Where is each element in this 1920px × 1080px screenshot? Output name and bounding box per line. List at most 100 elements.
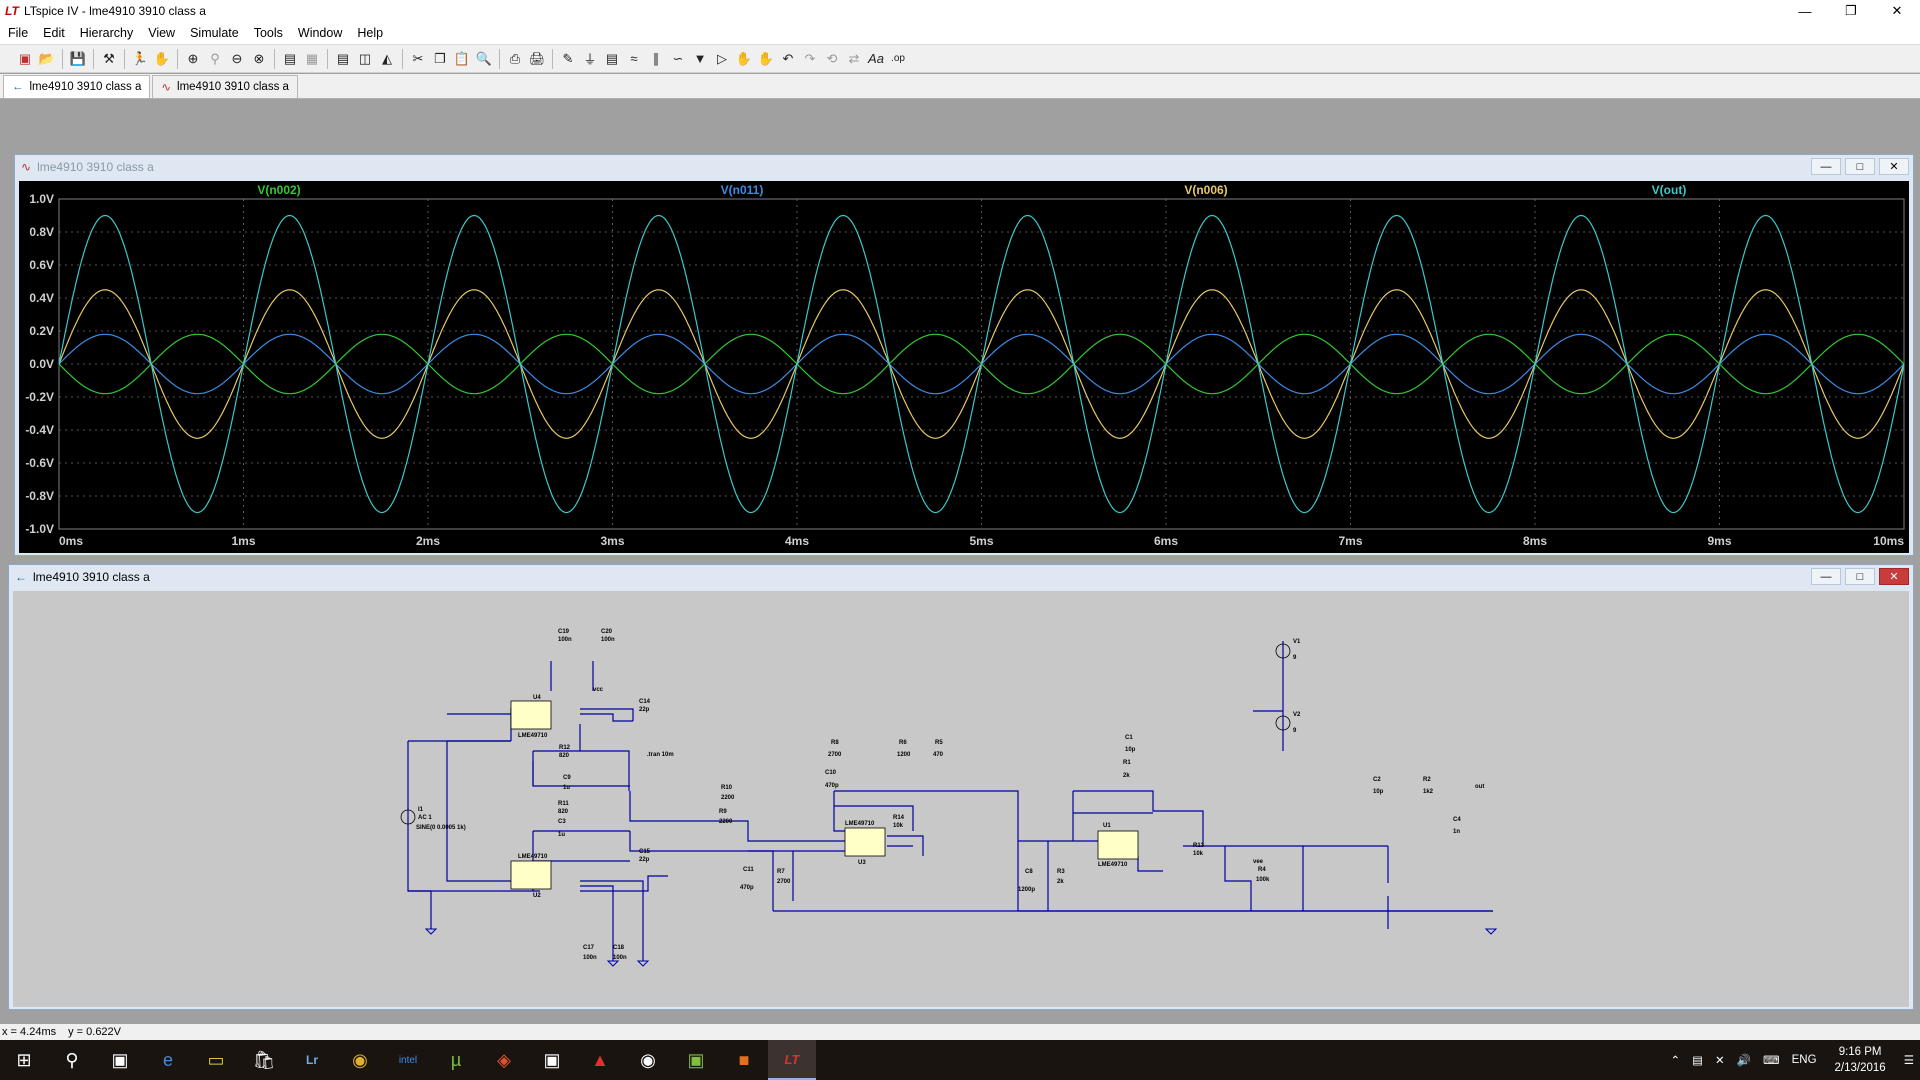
notifications-icon[interactable]: ☰ bbox=[1903, 1055, 1914, 1067]
search-icon[interactable]: ⚲ bbox=[65, 1049, 79, 1070]
clock[interactable]: 9:16 PM 2/13/2016 bbox=[1823, 1044, 1898, 1076]
move-icon[interactable]: ✋ bbox=[735, 50, 753, 66]
menu-simulate[interactable]: Simulate bbox=[190, 26, 239, 40]
menu-tools[interactable]: Tools bbox=[253, 26, 283, 40]
opamp-u3[interactable]: LME49710 U3 bbox=[844, 821, 886, 866]
app-icon[interactable]: ◈ bbox=[497, 1049, 511, 1070]
minimize-button[interactable]: — bbox=[1811, 158, 1841, 175]
cascade-icon[interactable]: ◭ bbox=[382, 50, 392, 66]
tab-schematic[interactable]: ← lme4910 3910 class a bbox=[3, 75, 151, 98]
autorange-icon[interactable]: ▤ bbox=[283, 50, 297, 66]
battery-icon[interactable]: ▤ bbox=[1692, 1055, 1704, 1067]
tab-waveform[interactable]: ∿ lme4910 3910 class a bbox=[152, 75, 298, 98]
maximize-button[interactable]: □ bbox=[1845, 158, 1875, 175]
network-icon[interactable]: ✕ bbox=[1715, 1055, 1725, 1067]
spice-directive-icon[interactable]: .op bbox=[891, 53, 905, 64]
trace-label-v-n011[interactable]: V(n011) bbox=[721, 183, 764, 197]
component-icon[interactable]: ▷ bbox=[717, 50, 727, 66]
rotate-icon[interactable]: ⟲ bbox=[826, 50, 838, 66]
menu-help[interactable]: Help bbox=[357, 26, 384, 40]
chrome-icon[interactable]: ◉ bbox=[352, 1049, 368, 1070]
control-panel-icon[interactable]: ⚒ bbox=[103, 50, 115, 66]
current-source-i1[interactable]: I1 AC 1 SINE(0 0.0005 1k) bbox=[400, 807, 466, 831]
opamp-u1[interactable]: U1 LME49710 bbox=[1097, 823, 1139, 868]
close-button[interactable]: ✕ bbox=[1891, 3, 1903, 18]
close-button[interactable]: ✕ bbox=[1879, 568, 1909, 585]
zoom-fit-icon[interactable]: ⊗ bbox=[253, 50, 265, 66]
ground-icon[interactable]: ⏚ bbox=[583, 52, 597, 67]
open-icon[interactable]: 📂 bbox=[38, 50, 56, 66]
tile-vertical-icon[interactable]: ◫ bbox=[358, 50, 372, 66]
close-button[interactable]: ✕ bbox=[1879, 158, 1909, 175]
tile-horizontal-icon[interactable]: ▤ bbox=[336, 50, 350, 66]
new-schematic-icon[interactable]: ▣ bbox=[18, 50, 32, 66]
trace-label-v-out[interactable]: V(out) bbox=[1652, 183, 1687, 197]
ltspice-icon[interactable]: LT bbox=[768, 1040, 816, 1080]
zoom-in-icon[interactable]: ⊕ bbox=[187, 50, 199, 66]
print-preview-icon[interactable]: ⎙ bbox=[509, 50, 521, 66]
pan-icon[interactable]: ⚲ bbox=[210, 50, 220, 66]
voltage-source-v2[interactable]: V2 9 bbox=[1275, 712, 1301, 734]
text-icon[interactable]: Aa bbox=[868, 51, 884, 66]
tran-directive[interactable]: .tran 10m bbox=[647, 752, 674, 758]
undo-icon[interactable]: ↶ bbox=[782, 50, 794, 66]
menu-hierarchy[interactable]: Hierarchy bbox=[79, 26, 134, 40]
opamp-u4[interactable]: U4 LME49710 bbox=[510, 695, 552, 739]
trace-label-v-n006[interactable]: V(n006) bbox=[1184, 183, 1227, 197]
grid-icon[interactable]: ▦ bbox=[305, 50, 319, 66]
diode-icon[interactable]: ▼ bbox=[693, 51, 707, 66]
keyboard-icon[interactable]: ⌨ bbox=[1762, 1055, 1780, 1067]
windows-start-icon[interactable]: ⊞ bbox=[16, 1049, 32, 1070]
intel-icon[interactable]: intel bbox=[398, 1054, 418, 1066]
menu-view[interactable]: View bbox=[148, 26, 176, 40]
c9-value: 1u bbox=[563, 785, 570, 791]
task-view-icon[interactable]: ▣ bbox=[111, 1049, 129, 1070]
volume-icon[interactable]: 🔊 bbox=[1736, 1055, 1751, 1067]
opamp-u2[interactable]: LME49710 U2 bbox=[510, 854, 552, 899]
mirror-icon[interactable]: ⇄ bbox=[848, 50, 860, 66]
menu-edit[interactable]: Edit bbox=[43, 26, 65, 40]
app2-icon[interactable]: ▣ bbox=[543, 1049, 561, 1070]
waveform-plot[interactable]: 1.0V0.8V0.6V0.4V0.2V0.0V-0.2V-0.4V-0.6V-… bbox=[19, 181, 1909, 553]
waveform-window-title: lme4910 3910 class a bbox=[37, 160, 154, 174]
find-icon[interactable]: 🔍 bbox=[475, 50, 493, 66]
resistor-icon[interactable]: ≈ bbox=[630, 51, 638, 66]
zoom-out-icon[interactable]: ⊖ bbox=[231, 50, 243, 66]
edge-icon[interactable]: e bbox=[162, 1049, 173, 1070]
menu-file[interactable]: File bbox=[8, 26, 29, 40]
trace-label-v-n002[interactable]: V(n002) bbox=[257, 183, 300, 197]
language-indicator[interactable]: ENG bbox=[1791, 1054, 1817, 1066]
store-icon[interactable]: 🛍 bbox=[252, 1049, 276, 1070]
halt-icon[interactable]: ✋ bbox=[153, 50, 171, 66]
utorrent-icon[interactable]: µ bbox=[450, 1049, 462, 1070]
maximize-button[interactable]: □ bbox=[1845, 568, 1875, 585]
trace-vout[interactable] bbox=[58, 214, 1905, 514]
cut-icon[interactable]: ✂ bbox=[412, 50, 424, 66]
capacitor-icon[interactable]: ∥ bbox=[652, 50, 660, 66]
copy-icon[interactable]: ❐ bbox=[434, 50, 446, 66]
inductor-icon[interactable]: ∽ bbox=[672, 50, 684, 66]
component-labels: C19 100n C20 100n C14 22p R12 820 .tran … bbox=[558, 629, 1484, 961]
u2-label: U2 bbox=[533, 893, 541, 899]
show-hidden-icon[interactable]: ⌃ bbox=[1670, 1055, 1681, 1067]
menu-window[interactable]: Window bbox=[297, 26, 343, 40]
print-icon[interactable]: 🖨 bbox=[528, 50, 546, 66]
file-explorer-icon[interactable]: ▭ bbox=[207, 1049, 225, 1070]
minimize-button[interactable]: — bbox=[1798, 3, 1812, 19]
paste-icon[interactable]: 📋 bbox=[453, 50, 471, 66]
schematic-canvas[interactable]: U4 LME49710 LME49710 U2 LME49710 U3 U1 L… bbox=[13, 591, 1909, 1007]
redo-icon[interactable]: ↷ bbox=[804, 50, 816, 66]
lightroom-icon[interactable]: Lr bbox=[306, 1053, 318, 1067]
app4-icon[interactable]: ◉ bbox=[640, 1049, 656, 1070]
save-icon[interactable]: 💾 bbox=[69, 50, 87, 66]
app3-icon[interactable]: ▲ bbox=[591, 1049, 609, 1070]
minimize-button[interactable]: — bbox=[1811, 568, 1841, 585]
app5-icon[interactable]: ▣ bbox=[687, 1049, 705, 1070]
app6-icon[interactable]: ■ bbox=[738, 1049, 750, 1070]
label-net-icon[interactable]: ▤ bbox=[605, 50, 619, 66]
wire-icon[interactable]: ✎ bbox=[562, 50, 574, 66]
run-icon[interactable]: 🏃 bbox=[131, 50, 149, 66]
drag-icon[interactable]: ✋ bbox=[757, 50, 775, 66]
voltage-source-v1[interactable]: V1 9 bbox=[1275, 639, 1301, 661]
restore-button[interactable]: ❐ bbox=[1845, 3, 1857, 18]
